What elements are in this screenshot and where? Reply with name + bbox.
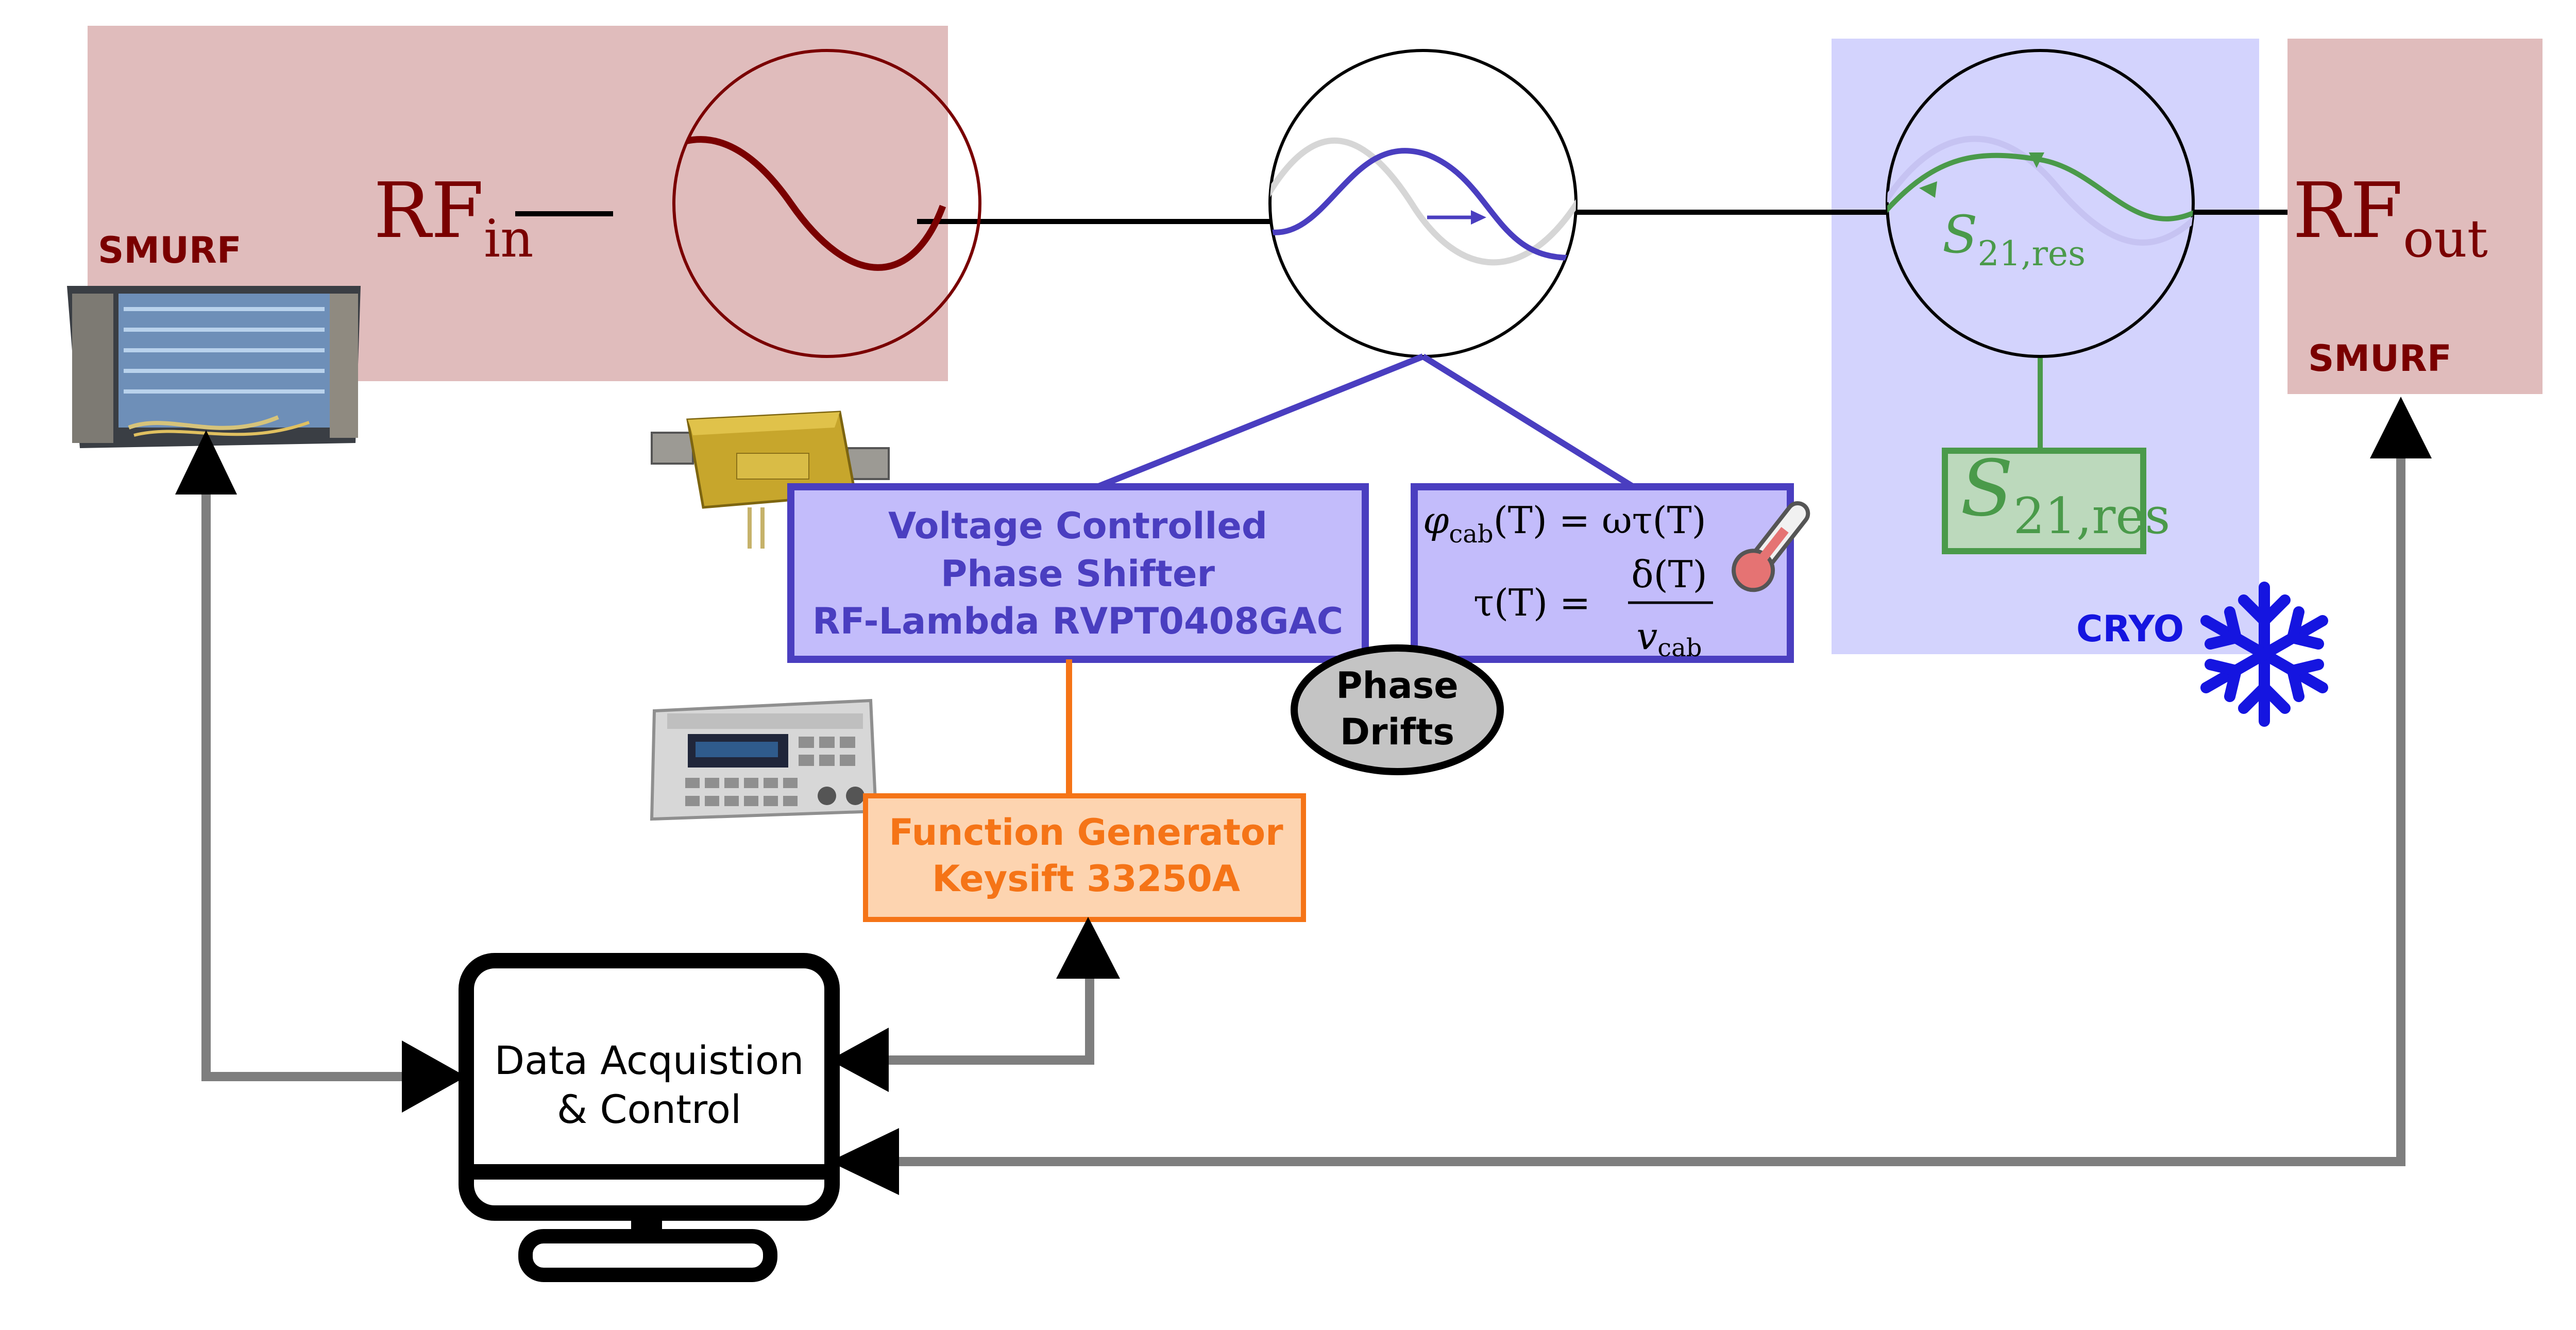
rf-in-sine-circle [672, 49, 981, 358]
phase-drifts-line-2: Drifts [1340, 711, 1454, 753]
equation-tau-denominator: vcab [1637, 615, 1702, 662]
resonator-arrow-down [2029, 152, 2044, 168]
arrow-from-function-generator [829, 1028, 889, 1092]
rf-in-label: RFin [374, 166, 534, 269]
phase-shifter-box [787, 483, 1369, 663]
phase-shifter-title-2: Phase Shifter [941, 553, 1215, 595]
data-lines [201, 453, 2405, 1166]
phase-equation-box [1411, 483, 1794, 663]
thermometer-icon [1732, 501, 1810, 592]
smurf-out-panel [2287, 39, 2543, 394]
snowflake-icon [2200, 582, 2328, 727]
daq-title-1: Data Acquistion [495, 1037, 804, 1083]
equation-tau-numerator: δ(T) [1631, 553, 1707, 596]
smurf-right-label: SMURF [2308, 337, 2452, 380]
s21-circle-label: S21,res [1942, 204, 2086, 274]
rf-out-label: RFout [2293, 166, 2488, 269]
arrow-from-smurf-out [829, 1128, 899, 1195]
computer-monitor-icon [459, 953, 840, 1282]
function-generator-title: Function Generator [889, 811, 1283, 854]
phase-shifter-title-1: Voltage Controlled [888, 505, 1267, 547]
rf-signal-line [515, 210, 2287, 224]
smurf-left-label: SMURF [98, 229, 242, 271]
function-generator-model: Keysift 33250A [932, 858, 1240, 900]
arrow-to-function-generator [1056, 917, 1120, 979]
arrow-to-smurf-in [175, 430, 237, 495]
equation-phi: φcab(T) = ωτ(T) [1423, 499, 1706, 549]
resonator-circle: S21,res [1886, 49, 2195, 358]
phase-shift-circle [1268, 49, 1578, 358]
s21-box [1942, 448, 2146, 554]
arrow-to-daq-left [402, 1041, 466, 1113]
phase-drifts-badge [1291, 644, 1504, 775]
function-generator-box [863, 793, 1306, 922]
s21-box-label: S21,res [1960, 444, 2170, 545]
smurf-crate-photo [67, 286, 361, 448]
daq-title-2: & Control [557, 1086, 741, 1132]
phase-drifts-line-1: Phase [1336, 664, 1459, 707]
resonator-arrow-left [1919, 181, 1937, 198]
phase-shifter-connectors [1096, 353, 1635, 490]
arrow-to-smurf-out [2370, 397, 2432, 458]
cryo-label: CRYO [2076, 608, 2184, 650]
cryo-panel [1832, 39, 2259, 654]
phase-shifter-model: RF-Lambda RVPT0408GAC [812, 600, 1343, 642]
arrowheads [175, 397, 2432, 1195]
equation-tau-lhs: τ(T) = [1473, 581, 1590, 624]
function-generator-photo [650, 698, 878, 821]
